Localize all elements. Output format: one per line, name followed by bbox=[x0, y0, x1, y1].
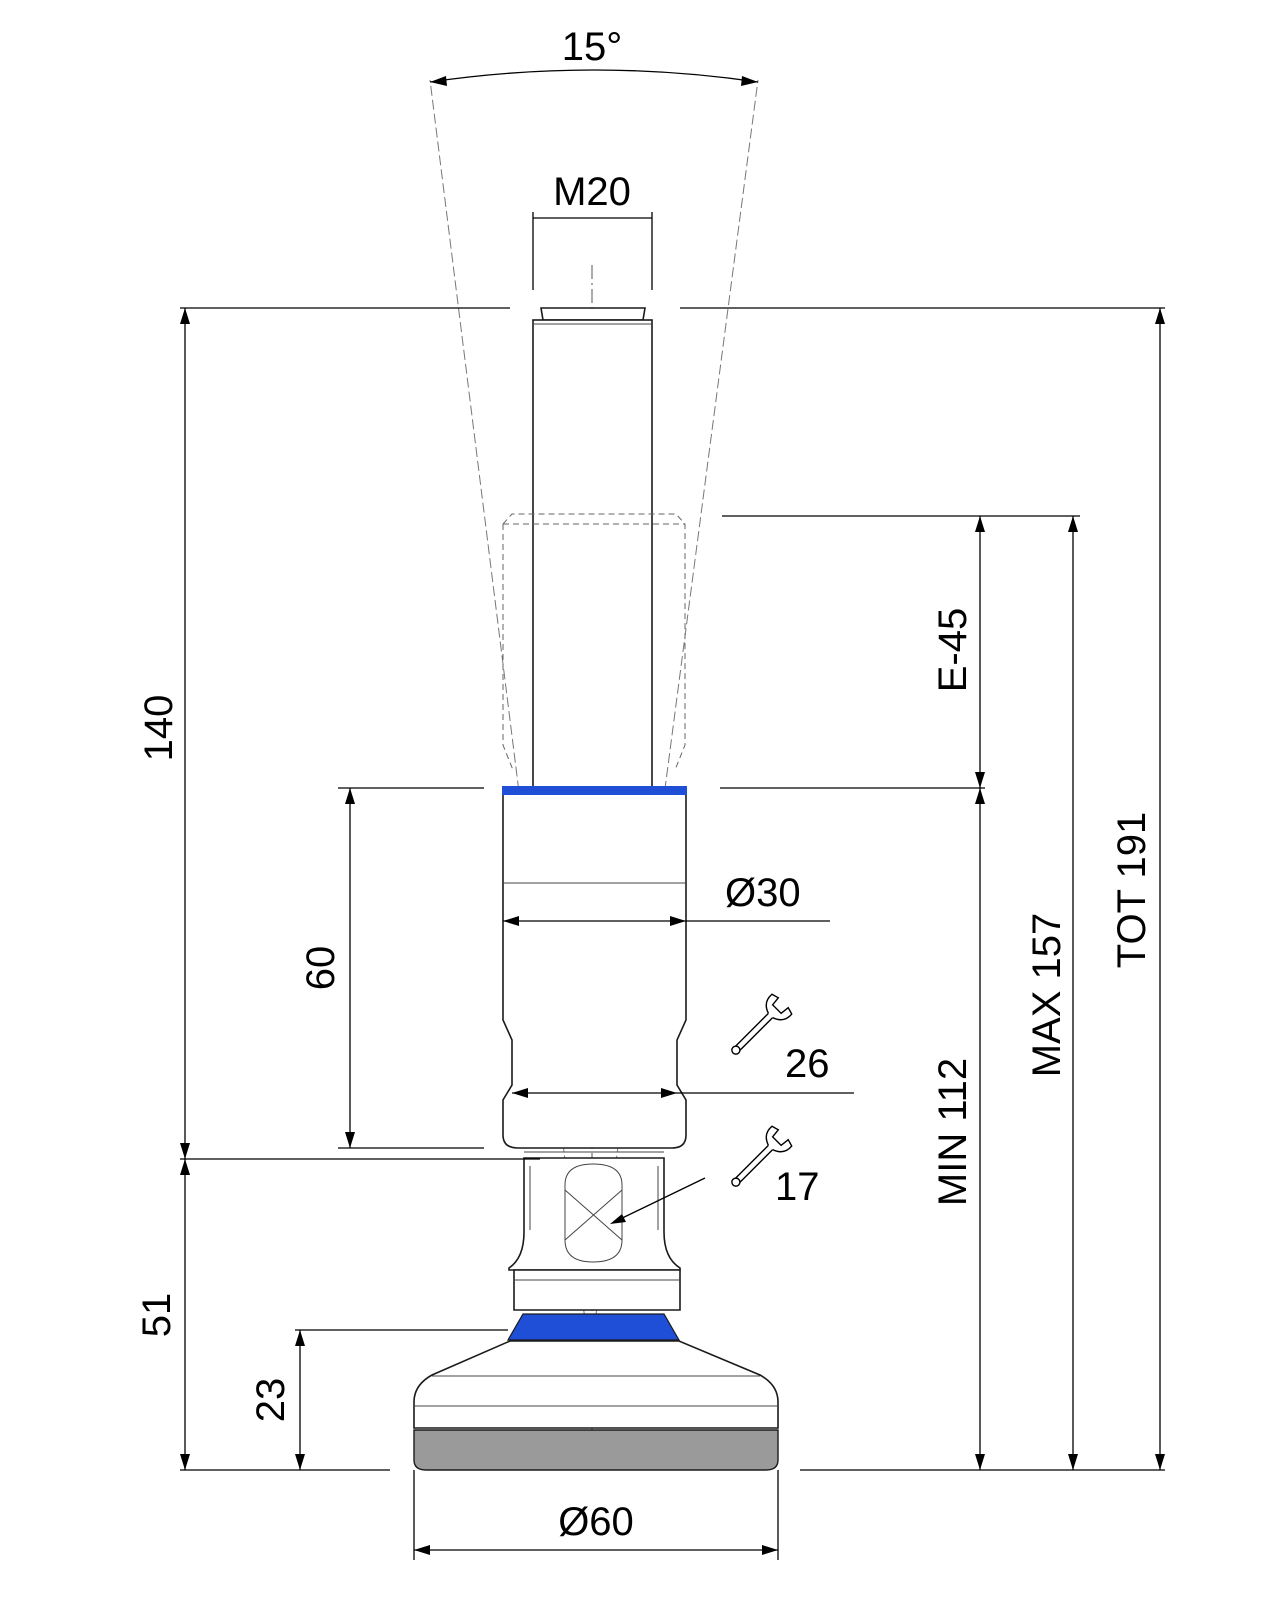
stud-length-dimension bbox=[180, 307, 510, 1159]
wrench-large-label: 26 bbox=[785, 1042, 830, 1086]
wrench-icon bbox=[731, 1125, 793, 1187]
max-height-label: MAX 157 bbox=[1025, 913, 1069, 1078]
base-diameter-label: Ø60 bbox=[558, 1500, 634, 1544]
pad-height-label: 23 bbox=[249, 1378, 293, 1423]
min-height-label: MIN 112 bbox=[931, 1058, 975, 1206]
main-body bbox=[502, 786, 687, 1149]
blue-ring-base bbox=[506, 1313, 681, 1341]
angle-label: 15° bbox=[562, 25, 623, 69]
wrench-icon bbox=[731, 993, 793, 1055]
base-diameter-dimension bbox=[413, 1470, 779, 1560]
wrench-17-leader bbox=[610, 1177, 706, 1224]
body-diameter-dimension bbox=[503, 916, 830, 926]
body-diameter-label: Ø30 bbox=[725, 871, 801, 915]
adjust-dimension bbox=[975, 516, 985, 788]
threaded-stud bbox=[532, 307, 653, 789]
wrench-small-label: 17 bbox=[775, 1165, 820, 1209]
base-height-dimension bbox=[180, 1158, 540, 1470]
total-height-dimension bbox=[1155, 308, 1165, 1470]
base-pad bbox=[413, 1340, 779, 1471]
hex-neck bbox=[508, 1151, 681, 1271]
thread-dimension bbox=[532, 212, 653, 290]
blue-ring bbox=[502, 786, 687, 795]
rubber-pad bbox=[413, 1429, 779, 1471]
max-height-dimension bbox=[1068, 516, 1078, 1470]
adjust-label: E-45 bbox=[931, 608, 975, 693]
body-height-label: 60 bbox=[299, 946, 343, 991]
wrench-26-dimension bbox=[512, 1088, 854, 1098]
stud-length-label: 140 bbox=[137, 695, 181, 762]
pad-height-dimension bbox=[295, 1329, 508, 1470]
base-height-label: 51 bbox=[135, 1293, 179, 1338]
thread-label: M20 bbox=[553, 170, 631, 214]
total-height-label: TOT 191 bbox=[1110, 812, 1154, 968]
collar bbox=[506, 1269, 681, 1341]
body-height-dimension bbox=[338, 787, 484, 1149]
min-height-dimension bbox=[975, 788, 985, 1470]
